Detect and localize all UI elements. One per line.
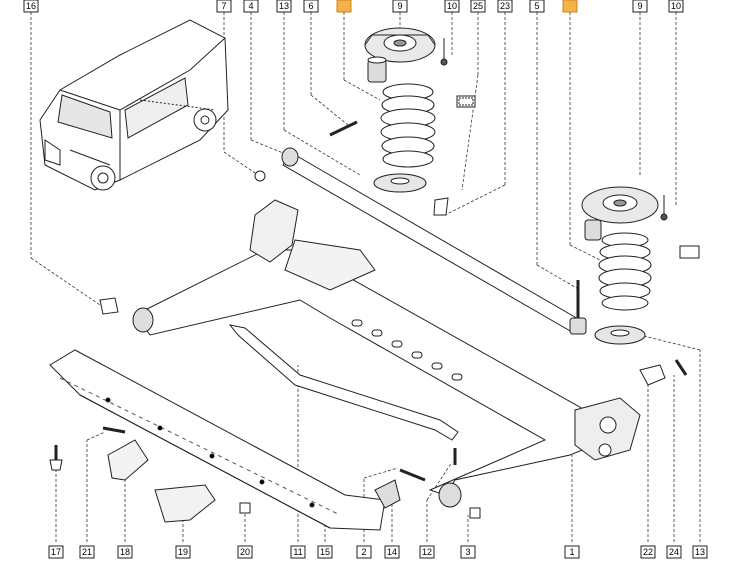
underbody-shield (49, 349, 386, 531)
callout-top-10: 23 (497, 0, 513, 13)
callout-top-11: 5 (529, 0, 545, 13)
callout-bottom-3: 18 (117, 545, 133, 559)
panhard-rod (254, 147, 587, 335)
callout-number: 2 (361, 547, 366, 557)
callout-number: 8 (567, 1, 572, 11)
callout-labels: 16 7 4 13 6 8 9 10 25 23 5 8 9 10 17 21 … (23, 0, 708, 559)
callout-top-3: 4 (243, 0, 259, 13)
spring-assembly-left (329, 27, 476, 193)
callout-number: 19 (178, 547, 188, 557)
callout-number: 9 (637, 1, 642, 11)
callout-bottom-15: 13 (692, 545, 708, 559)
axle-beam (132, 199, 641, 508)
callout-top-6-highlighted: 8 (336, 0, 352, 13)
callout-number: 13 (695, 547, 705, 557)
callout-number: 9 (397, 1, 402, 11)
callout-bottom-13: 22 (640, 545, 656, 559)
callout-number: 4 (248, 1, 253, 11)
callout-number: 10 (447, 1, 457, 11)
callout-bottom-8: 2 (356, 545, 372, 559)
callout-bottom-1: 17 (48, 545, 64, 559)
callout-number: 22 (643, 547, 653, 557)
callout-number: 6 (308, 1, 313, 11)
callout-top-4: 13 (276, 0, 292, 13)
callout-number: 23 (500, 1, 510, 11)
fasteners-and-brackets (49, 197, 688, 523)
callout-number: 11 (293, 547, 302, 557)
callout-bottom-7: 15 (317, 545, 333, 559)
callout-bottom-5: 20 (237, 545, 253, 559)
callout-number: 7 (221, 1, 226, 11)
callout-top-8: 10 (444, 0, 460, 13)
callout-top-14: 10 (668, 0, 684, 13)
callout-number: 13 (279, 1, 289, 11)
callout-number: 17 (51, 547, 61, 557)
callout-bottom-10: 12 (419, 545, 435, 559)
tie-bar (228, 324, 459, 441)
callout-top-1: 16 (23, 0, 39, 13)
callout-number: 25 (473, 1, 483, 11)
callout-number: 3 (465, 547, 470, 557)
callout-top-13: 9 (632, 0, 648, 13)
callout-bottom-11: 3 (460, 545, 476, 559)
callout-top-12-highlighted: 8 (562, 0, 578, 13)
callout-top-9: 25 (470, 0, 486, 13)
callout-top-5: 6 (303, 0, 319, 13)
callout-top-7: 9 (392, 0, 408, 13)
callout-bottom-2: 21 (79, 545, 95, 559)
callout-number: 12 (422, 547, 432, 557)
callout-number: 18 (120, 547, 130, 557)
callout-bottom-9: 14 (384, 545, 400, 559)
callout-bottom-6: 11 (290, 545, 306, 559)
callout-bottom-12: 1 (564, 545, 580, 559)
callout-bottom-14: 24 (666, 545, 682, 559)
callout-number: 5 (534, 1, 539, 11)
callout-number: 10 (671, 1, 681, 11)
callout-number: 20 (240, 547, 250, 557)
callout-bottom-4: 19 (175, 545, 191, 559)
spring-assembly-right (581, 186, 700, 345)
callout-number: 1 (569, 547, 574, 557)
callout-number: 8 (341, 1, 346, 11)
callout-number: 21 (82, 547, 92, 557)
callout-top-2: 7 (216, 0, 232, 13)
callout-number: 15 (320, 547, 330, 557)
leader-lines (30, 12, 701, 542)
callout-number: 14 (387, 547, 397, 557)
van-illustration (39, 19, 229, 191)
callout-number: 24 (669, 547, 679, 557)
callout-number: 16 (26, 1, 36, 11)
